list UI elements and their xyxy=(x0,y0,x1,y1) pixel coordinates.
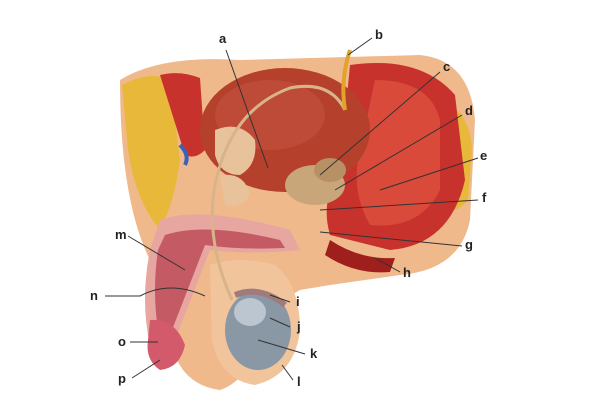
label-m: m xyxy=(115,227,127,242)
leader-e xyxy=(379,157,479,191)
pubic-bone-lower xyxy=(220,174,250,207)
leader-i xyxy=(269,294,291,303)
label-d: d xyxy=(465,103,473,118)
label-l: l xyxy=(297,374,301,389)
leader-g xyxy=(319,231,463,247)
label-c: c xyxy=(443,59,451,74)
leader-lines xyxy=(105,37,479,381)
anal-sphincter xyxy=(325,240,395,273)
label-j: j xyxy=(297,319,301,334)
leader-h xyxy=(374,257,401,273)
dorsal-vein xyxy=(178,143,189,166)
leader-a xyxy=(225,49,269,169)
label-e: e xyxy=(480,148,488,163)
label-n: n xyxy=(90,288,98,303)
testis-highlight xyxy=(234,298,266,326)
label-p: p xyxy=(118,371,126,386)
seminal-vesicle xyxy=(314,158,346,182)
ductus-deferens xyxy=(210,84,347,301)
abdominal-wall-muscle xyxy=(160,73,205,157)
label-b: b xyxy=(375,27,383,42)
label-a: a xyxy=(219,31,227,46)
glans-penis xyxy=(147,319,185,370)
label-f: f xyxy=(482,190,487,205)
label-g: g xyxy=(465,237,473,252)
leader-c xyxy=(319,71,441,176)
leader-m xyxy=(127,235,186,271)
label-k: k xyxy=(310,346,318,361)
leader-f xyxy=(319,199,479,211)
leader-n xyxy=(105,287,206,297)
label-o: o xyxy=(118,334,126,349)
fat-tissue-anterior xyxy=(122,76,180,230)
leader-j xyxy=(269,317,291,328)
epididymis xyxy=(233,288,287,308)
label-i: i xyxy=(296,294,300,309)
label-h: h xyxy=(403,265,411,280)
leader-l xyxy=(281,364,294,381)
leader-k xyxy=(257,339,306,355)
leader-p xyxy=(131,359,161,379)
leader-d xyxy=(334,114,463,191)
corpus-spongiosum xyxy=(155,229,285,335)
pubic-bone xyxy=(215,126,256,175)
leader-b xyxy=(347,37,373,56)
